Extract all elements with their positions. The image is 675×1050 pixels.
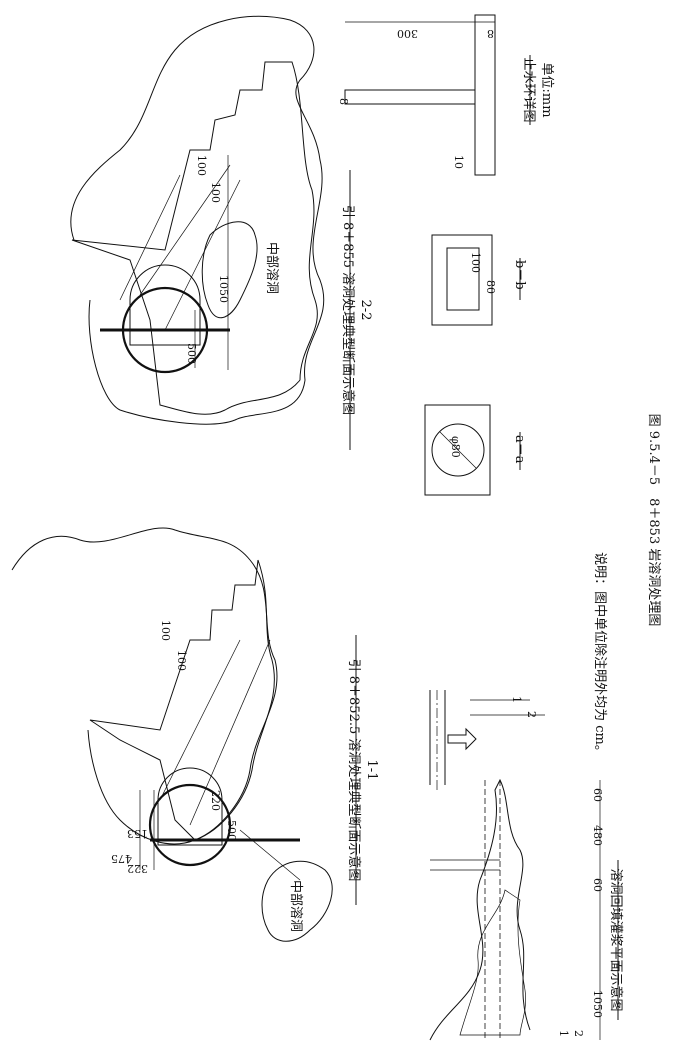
plan-cut-2: 2 [572,1030,585,1037]
bb-dim-80: 80 [484,280,497,294]
dim-322: 322 [127,862,148,875]
bb-opening [446,247,480,311]
dim-100b-2-2: 100 [209,182,222,203]
middle-cave-1-1 [261,860,333,942]
section-mark-2-2: 2-2 [358,300,373,321]
grout-pipe-c-2-2 [119,174,181,301]
dim-153: 153 [127,827,148,840]
bb-dim-100: 100 [469,252,482,273]
cut-mark-2: 2 [525,711,538,718]
dim-8b: 8 [337,98,350,105]
dim-100a-2-2: 100 [195,155,208,176]
backfill-concrete-1-1 [89,559,275,841]
plan-grout-zone [459,889,526,1036]
dim-100b-1-1: 100 [175,650,188,671]
dim-220: 220 [209,790,222,811]
water-ring-title: 止水环详图 [521,57,536,122]
aa-block [424,404,491,496]
tunnel-lining-2-2 [129,264,201,346]
plan-cave-outline [429,778,531,1041]
aa-diam-line [439,431,477,469]
dim-1050-2-2: 1050 [217,275,230,303]
title-2-2: 引 8＋855 溶洞处理典型断面示意图 [340,205,356,415]
aa-pipe [431,423,485,477]
cut-mark-1: 1 [510,696,523,703]
cave-label-2-2: 中部溶洞 [264,242,279,294]
cut-mark-plan: 1 2 [429,690,545,790]
plan-dim-480: 480 [591,825,604,846]
detail-a-a: φ80 a－a [424,404,527,496]
aa-dim: φ80 [449,436,462,458]
dim-475: 475 [111,852,132,865]
dim-500-2-2: 500 [185,343,198,364]
tunnel-outer-1-1 [148,783,232,867]
tunnel-lining-1-1 [157,767,223,846]
backfill-concrete-2-2 [71,61,318,415]
backfill-plan: 1050 60 480 60 1 2 溶洞回填灌浆平面示意图 [429,778,624,1041]
bb-block [431,234,493,326]
section-2-2: 1050 500 100 100 中部溶洞 引 8＋855 溶洞处理典型断面示意… [70,15,373,450]
middle-cave-2-2 [201,221,258,318]
water-ring-unit: 单位:mm [539,62,554,117]
grout-pipe-b-1-1 [159,639,241,801]
title-1-1: 引 8＋852.5 溶洞处理典型断面示意图 [346,659,362,882]
flow-arrow-icon [447,727,477,751]
plan-cut-1: 1 [557,1030,570,1037]
ring-plate [344,89,476,105]
dim-100a-1-1: 100 [159,620,172,641]
figure-caption: 图 9.5.4－5 8＋853 岩溶洞处理图 [646,414,661,627]
dim-300: 300 [397,27,418,40]
section-mark-1-1: 1-1 [364,760,379,781]
detail-b-b: 100 80 b－b [431,234,527,326]
grout-pipe-b-2-2 [139,164,231,296]
plan-dim-60a: 60 [591,878,604,892]
rock-outline-2-2 [70,15,325,425]
plan-dim-60b: 60 [591,788,604,802]
unit-note: 说明：图中单位除注明外均为 cm。 [592,552,607,758]
rock-outline-1-1 [11,527,278,845]
dim-500-1-1: 500 [225,820,238,841]
grout-pipe-c-1-1 [239,829,301,881]
plan-title: 溶洞回填灌浆平面示意图 [608,868,624,1011]
dim-10: 10 [452,155,465,169]
grout-pipe-1-1 [189,639,271,826]
cave-label-1-1: 中部溶洞 [288,880,303,932]
grout-pipe-2-2 [164,179,241,331]
plan-dim-1050: 1050 [591,990,604,1018]
water-ring-detail: 300 8 8 10 止水环详图 单位:mm [337,14,554,176]
section-1-1: 475 322 153 220 500 100 100 中部溶洞 引 8＋852… [11,527,379,942]
dim-8a: 8 [487,27,494,40]
